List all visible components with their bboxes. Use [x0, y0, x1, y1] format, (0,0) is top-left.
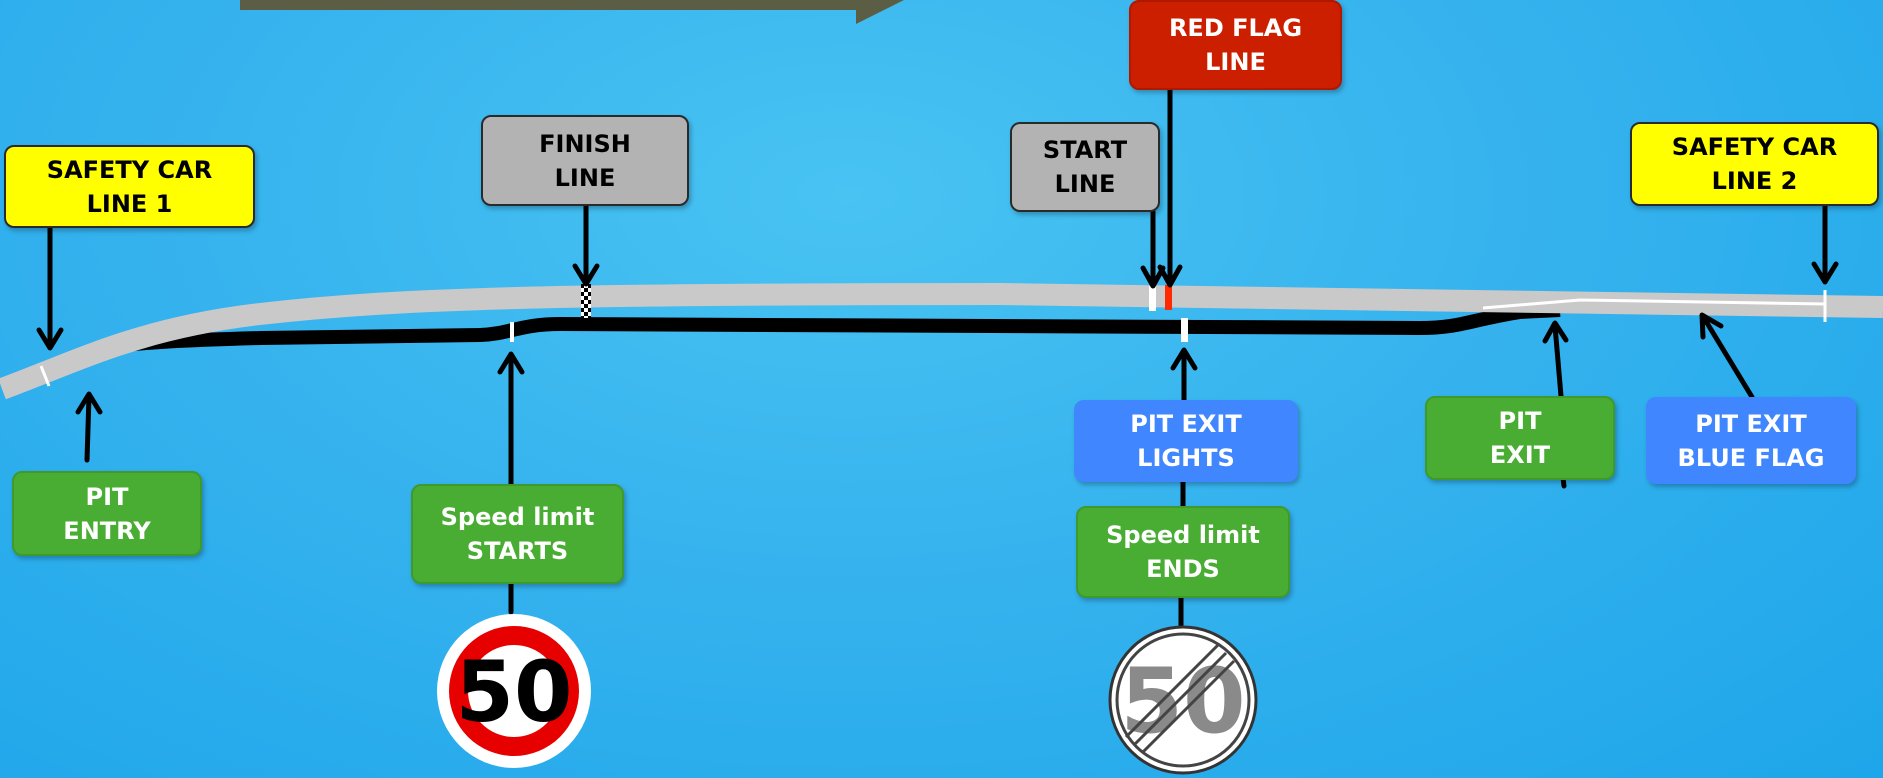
safety-car-line-1-label: SAFETY CAR LINE 1	[4, 145, 255, 228]
finish-line-checkered-marker	[581, 284, 591, 318]
pit-exit-merge-line	[1482, 298, 1827, 310]
speed-limit-end-marker	[1181, 318, 1188, 342]
speed-limit-ends-label: Speed limit ENDS	[1076, 506, 1290, 598]
pit-entry-label: PIT ENTRY	[12, 471, 202, 556]
safety-car-line-1-marker	[39, 365, 51, 387]
pit-exit-blue-flag-arrow	[1701, 315, 1755, 400]
end-speed-limit-stripes	[1124, 643, 1236, 755]
pit-entry-arrow	[84, 393, 92, 463]
end-speed-limit-sign	[1108, 625, 1258, 775]
speed-limit-50-sign	[437, 614, 591, 768]
pit-exit-lights-label: PIT EXIT LIGHTS	[1074, 400, 1298, 482]
pit-exit-blue-flag-label: PIT EXIT BLUE FLAG	[1646, 397, 1856, 484]
pit-exit-label: PIT EXIT	[1425, 396, 1615, 480]
safety-car-line-2-label: SAFETY CAR LINE 2	[1630, 122, 1879, 206]
race-direction-arrow	[240, 0, 904, 24]
speed-limit-start-marker	[510, 322, 514, 342]
start-line-marker	[1149, 286, 1156, 311]
finish-line-label: FINISH LINE	[481, 115, 689, 206]
red-flag-line-marker	[1165, 285, 1172, 310]
red-flag-line-label: RED FLAG LINE	[1129, 0, 1342, 90]
start-line-label: START LINE	[1010, 122, 1160, 212]
speed-limit-50-text: 50	[456, 643, 573, 741]
race-track	[0, 282, 1883, 400]
pit-exit-arrow	[1552, 323, 1564, 399]
speed-limit-starts-label: Speed limit STARTS	[411, 484, 624, 584]
